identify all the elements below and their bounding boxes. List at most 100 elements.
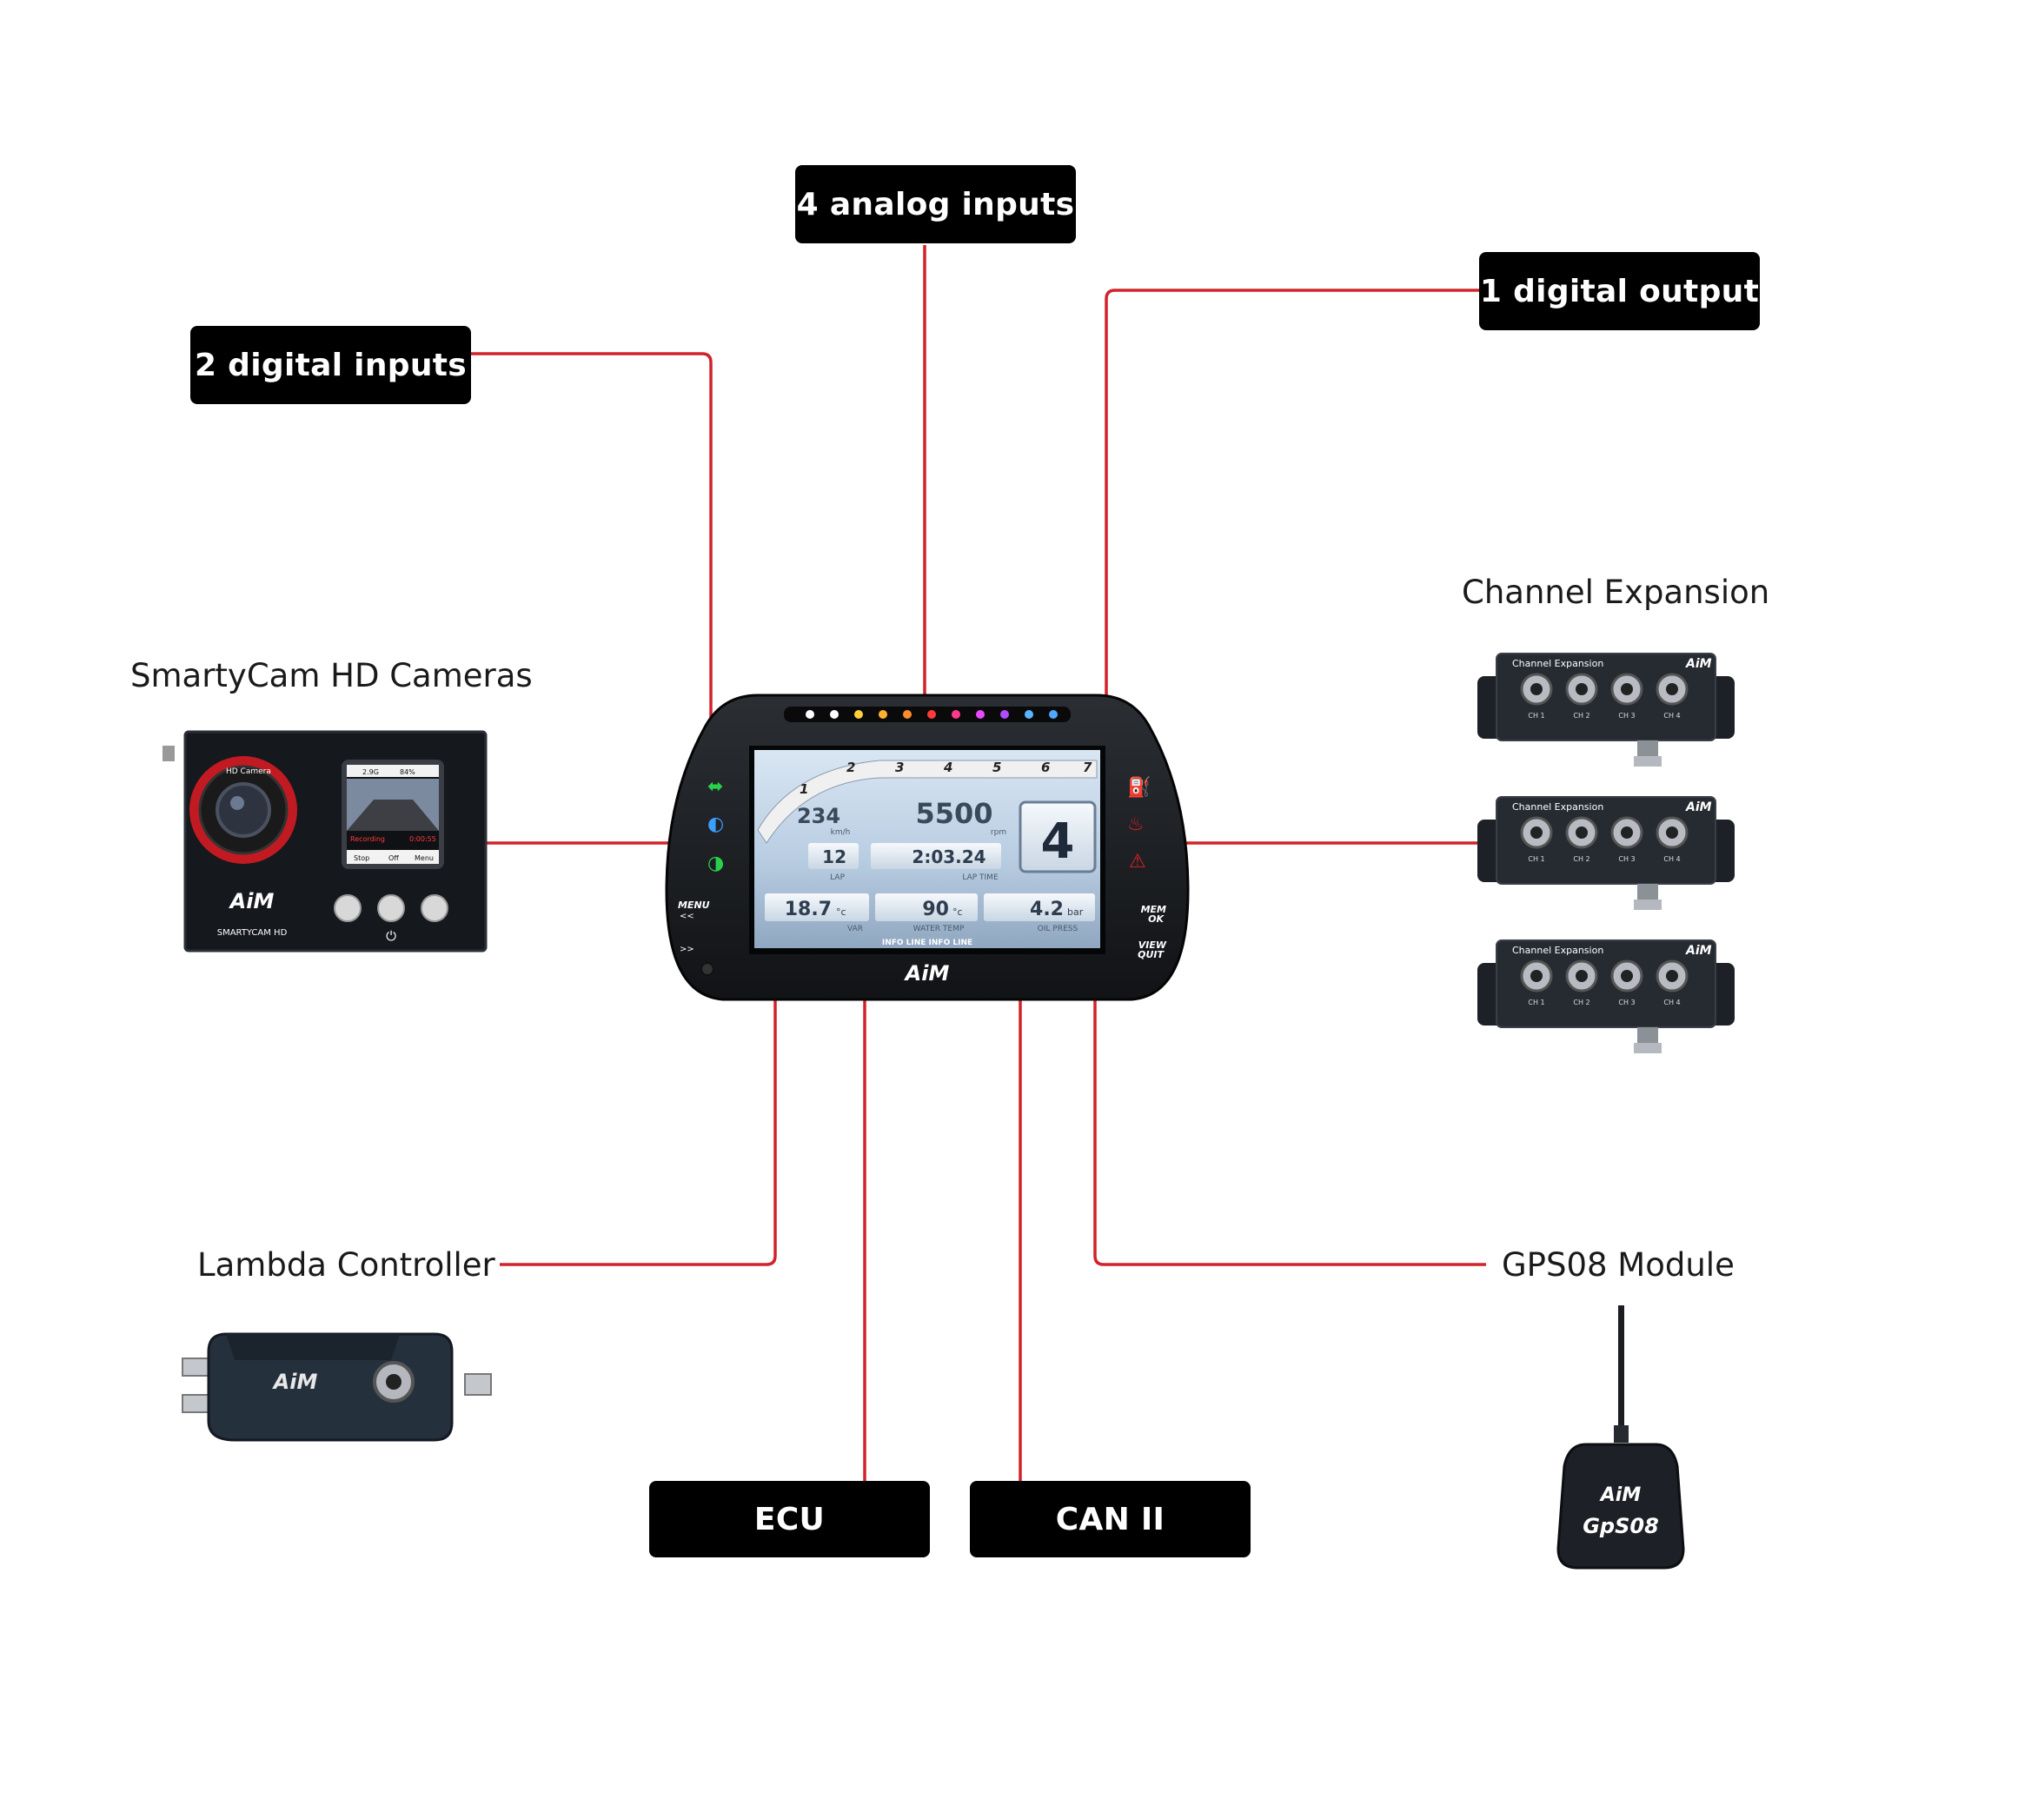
gps-model-logo: GpS08	[1583, 1514, 1659, 1538]
wire-lambda	[500, 999, 777, 1266]
camera-lens-text: HD Camera	[226, 767, 271, 776]
expansion-ch1-2: CH 1	[1528, 855, 1544, 863]
speed-value: 234	[797, 804, 840, 828]
expansion-title-3: Channel Expansion	[1512, 945, 1603, 956]
var-value: 18.7	[785, 899, 832, 920]
camera-screen-g: 2.9G	[362, 768, 379, 776]
lambda-controller-device: AiM	[182, 1332, 492, 1442]
camera-brand-logo: AiM	[229, 889, 275, 913]
water-field	[875, 893, 978, 921]
next-button-label[interactable]: >>	[680, 945, 694, 954]
wire-digital-output	[1105, 289, 1479, 713]
gear-value: 4	[1041, 813, 1075, 870]
lambda-brand-logo: AiM	[272, 1370, 318, 1394]
mem-button-label[interactable]: MEM	[1141, 904, 1166, 915]
camera-button-menu[interactable]	[421, 894, 448, 922]
rev-tick-1: 1	[800, 781, 808, 797]
menu-button-label[interactable]: MENU	[678, 900, 710, 911]
camera-btn-stop-label: Stop	[354, 854, 369, 862]
expansion-ch3-3: CH 3	[1618, 999, 1635, 1006]
dash-led-indicator	[700, 962, 714, 976]
camera-screen-status: Recording	[350, 835, 385, 843]
lap-value: 12	[822, 846, 846, 867]
camera-button-off[interactable]	[377, 894, 405, 922]
turn-signal-icon: ⬌	[707, 776, 723, 798]
channel-expansion-module-1: Channel Expansion AiM CH 1 CH 2 CH 3 CH …	[1477, 652, 1736, 768]
water-unit: °c	[952, 906, 963, 918]
gps08-device: AiM GpS08	[1556, 1305, 1685, 1570]
rev-tick-5: 5	[992, 760, 1001, 775]
dash-display: 1 2 3 4 5 6 7 234 km/h 5500 rpm 4 12 LAP…	[665, 694, 1190, 1001]
ecu-label: ECU	[649, 1481, 930, 1557]
lap-time-field	[871, 843, 1001, 869]
channel-expansion-caption: Channel Expansion	[1462, 574, 1770, 611]
dash-brand-logo: AiM	[904, 961, 950, 986]
digital-inputs-label: 2 digital inputs	[190, 326, 471, 404]
rpm-unit: rpm	[991, 828, 1006, 837]
gps-body	[1556, 1443, 1685, 1570]
smartycam-caption: SmartyCam HD Cameras	[130, 657, 533, 694]
low-beam-icon: ◑	[707, 853, 724, 874]
power-icon: ⏻	[386, 928, 396, 944]
rev-tick-3: 3	[895, 760, 904, 775]
rev-arc	[757, 760, 1098, 844]
lambda-caption: Lambda Controller	[197, 1246, 495, 1284]
quit-button-label[interactable]: QUIT	[1138, 949, 1165, 960]
oil-field	[984, 893, 1095, 921]
left-warning-icons: ⬌ ◐ ◑	[707, 776, 724, 874]
expansion-ch4-3: CH 4	[1663, 999, 1680, 1006]
temp-warning-icon: ⚠	[1129, 851, 1146, 873]
expansion-brand-2: AiM	[1685, 800, 1712, 814]
channel-expansion-devices: Channel Expansion AiM CH 1 CH 2 CH 3 CH …	[1477, 652, 1736, 1055]
wire-digital-inputs	[471, 352, 713, 726]
camera-btn-off-label: Off	[388, 854, 399, 862]
var-unit: °c	[836, 906, 846, 918]
oil-warning-icon: ♨	[1127, 813, 1145, 835]
high-beam-icon: ◐	[707, 813, 724, 835]
expansion-ch1-3: CH 1	[1528, 999, 1544, 1006]
expansion-ch2-3: CH 2	[1573, 999, 1589, 1006]
oil-label: OIL PRESS	[1038, 925, 1078, 933]
gps-brand-logo: AiM	[1599, 1484, 1642, 1506]
gear-box	[1019, 800, 1097, 873]
view-button-label[interactable]: VIEW	[1138, 939, 1167, 951]
expansion-ch2-1: CH 2	[1573, 712, 1589, 720]
camera-btn-menu-label: Menu	[415, 854, 434, 862]
rpm-value: 5500	[915, 797, 992, 830]
digital-output-label: 1 digital output	[1479, 252, 1760, 330]
var-label: VAR	[847, 925, 863, 933]
menu-back-label: <<	[680, 912, 694, 921]
analog-inputs-label: 4 analog inputs	[795, 165, 1076, 243]
rev-tick-7: 7	[1083, 760, 1092, 775]
smartycam-device: HD Camera 2.9G 84% Recording 0:00:55 Sto…	[163, 730, 488, 953]
rev-tick-2: 2	[846, 760, 855, 775]
water-label: WATER TEMP	[913, 925, 965, 933]
speed-unit: km/h	[831, 828, 851, 837]
wire-gps	[1093, 999, 1486, 1266]
rev-tick-4: 4	[943, 760, 952, 775]
expansion-ch4-2: CH 4	[1663, 855, 1680, 863]
can2-label: CAN II	[970, 1481, 1251, 1557]
expansion-ch4-1: CH 4	[1663, 712, 1680, 720]
lap-time-value: 2:03.24	[912, 846, 986, 867]
lambda-body	[207, 1332, 454, 1442]
right-warning-icons: ⛽ ♨ ⚠	[1127, 776, 1151, 873]
expansion-ch2-2: CH 2	[1573, 855, 1589, 863]
fuel-icon: ⛽	[1127, 776, 1151, 799]
expansion-title-2: Channel Expansion	[1512, 801, 1603, 813]
gps-caption: GPS08 Module	[1502, 1246, 1735, 1284]
expansion-brand-3: AiM	[1685, 944, 1712, 958]
water-value: 90	[922, 899, 949, 920]
oil-unit: bar	[1067, 906, 1084, 918]
info-line: INFO LINE INFO LINE	[882, 939, 972, 947]
camera-button-stop[interactable]	[334, 894, 362, 922]
expansion-ch3-2: CH 3	[1618, 855, 1635, 863]
expansion-ch1-1: CH 1	[1528, 712, 1544, 720]
lap-label: LAP	[830, 873, 845, 882]
ok-button-label[interactable]: OK	[1148, 913, 1165, 925]
expansion-ch3-1: CH 3	[1618, 712, 1635, 720]
channel-expansion-module-2: Channel Expansion AiM CH 1 CH 2 CH 3 CH …	[1477, 795, 1736, 912]
rev-tick-6: 6	[1041, 760, 1050, 775]
